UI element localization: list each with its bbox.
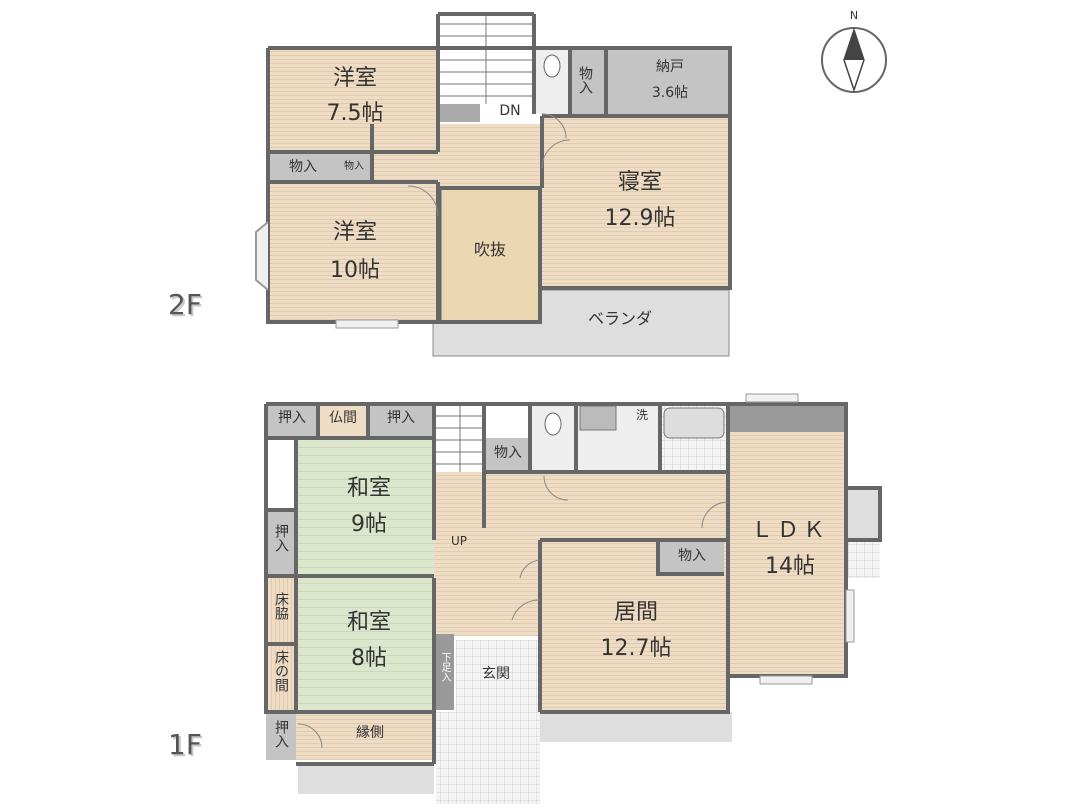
walls-2f: [266, 12, 732, 324]
oshiire-1f-c: [266, 510, 296, 576]
oshiire-1f-a: [266, 404, 318, 438]
tokowaki-label: 床脇: [273, 592, 289, 620]
floor-1f: [264, 393, 882, 804]
room-ima-size: 12.7帖: [600, 636, 672, 661]
compass-north-label: N: [849, 9, 859, 22]
oshiire-1f-d: [266, 712, 296, 760]
window-1f-bottom: [759, 675, 813, 685]
butsuma-1f: [318, 404, 368, 438]
room-shinshitsu: [542, 116, 730, 286]
getabako-label: 下足入: [439, 652, 450, 682]
genkan-label: 玄関: [482, 666, 510, 682]
veranda-label: ベランダ: [587, 309, 652, 328]
room-ldk: [728, 490, 846, 676]
getabako-1f: [436, 634, 454, 710]
room-washitsu-a-size: 9帖: [351, 512, 387, 537]
room-youshitsu-a-size: 7.5帖: [326, 101, 384, 126]
closet-1f-a: [484, 438, 530, 472]
door-swing-2f-b: [541, 139, 571, 169]
room-washitsu-a-name: 和室: [346, 476, 391, 501]
room-washitsu-b: [296, 578, 434, 710]
closet-2f-a: [268, 152, 336, 182]
porch-tile: [436, 712, 540, 804]
oshiire-1f-b: [368, 404, 434, 438]
closet-2f-c: [570, 48, 606, 114]
room-youshitsu-b-name: 洋室: [332, 220, 377, 245]
room-washitsu-b-size: 8帖: [351, 646, 387, 671]
tokonoma-1f: [266, 644, 296, 710]
oshiire-1f-c-label: 押入: [273, 524, 289, 552]
hall-1f-b: [434, 528, 540, 636]
oshiire-1f-d-label: 押入: [273, 720, 289, 748]
closet-2f-a-label: 物入: [289, 159, 317, 175]
utility-1f: [846, 488, 880, 540]
room-youshitsu-b: [268, 182, 438, 322]
room-ima-name: 居間: [613, 600, 658, 625]
stair-2f-label: DN: [499, 103, 521, 119]
door-swing-2f-a: [407, 185, 439, 217]
oshiire-1f-a-label: 押入: [278, 410, 306, 426]
genkan-1f: [456, 640, 540, 712]
room-youshitsu-b-size: 10帖: [330, 258, 380, 283]
window-1f-top: [745, 393, 799, 403]
room-washitsu-a: [296, 438, 434, 576]
floor-tag-1f: 1F: [168, 728, 202, 761]
room-washitsu-b-name: 和室: [346, 610, 391, 635]
door-swing-1f-c: [701, 501, 729, 529]
oshiire-1f-b-label: 押入: [387, 410, 415, 426]
closet-2f-b-label: 物入: [344, 161, 364, 172]
room-ldk-name: ＬＤＫ: [750, 518, 829, 543]
toilet-2f-bowl: [543, 54, 561, 78]
closet-1f-b-label: 物入: [678, 548, 706, 564]
deck-1f: [540, 712, 732, 742]
closet-2f-c-label: 物入: [577, 66, 593, 94]
room-youshitsu-a-name: 洋室: [332, 66, 377, 91]
washer-1f: [579, 405, 617, 431]
floor-tag-2f: 2F: [168, 288, 202, 321]
door-swing-1f-b: [511, 599, 541, 621]
room-nando-name: 納戸: [656, 59, 684, 75]
room-shinshitsu-size: 12.9帖: [604, 206, 676, 231]
tokonoma-label: 床の間: [273, 650, 289, 692]
bathtub-1f: [663, 407, 725, 439]
sentaku-label: 洗: [635, 408, 648, 422]
stair-1f-label: UP: [450, 534, 468, 548]
kitchen-counter-1f: [728, 404, 846, 432]
door-swing-1f-d: [519, 559, 541, 579]
fukinuke-label: 吹抜: [473, 240, 506, 259]
bay-window-2f: [255, 221, 269, 291]
closet-2f-b: [336, 152, 372, 182]
utility-tile-1f: [846, 540, 880, 578]
toilet-1f-bowl: [544, 412, 562, 436]
engawa-label: 縁側: [356, 725, 384, 741]
room-nando: [606, 48, 730, 114]
room-nando-size: 3.6帖: [651, 85, 689, 101]
window-1f-right: [845, 589, 855, 643]
hallway-2f: [372, 124, 542, 186]
closet-1f-b: [658, 540, 724, 574]
door-swing-1f-a: [297, 723, 323, 749]
closet-1f-a-label: 物入: [494, 445, 522, 461]
floor-2f: [255, 12, 732, 357]
window-2f-bottom: [335, 319, 399, 329]
compass-icon: [821, 27, 887, 93]
veranda-1f: [298, 764, 434, 794]
door-swing-1f-e: [543, 475, 569, 501]
room-shinshitsu-name: 寝室: [617, 170, 662, 195]
room-ldk-size: 14帖: [765, 554, 815, 579]
door-swing-2f-c: [541, 113, 567, 139]
butsuma-label: 仏間: [329, 410, 357, 426]
washbasin-2f: [440, 104, 480, 122]
tokowaki-1f: [266, 578, 296, 644]
